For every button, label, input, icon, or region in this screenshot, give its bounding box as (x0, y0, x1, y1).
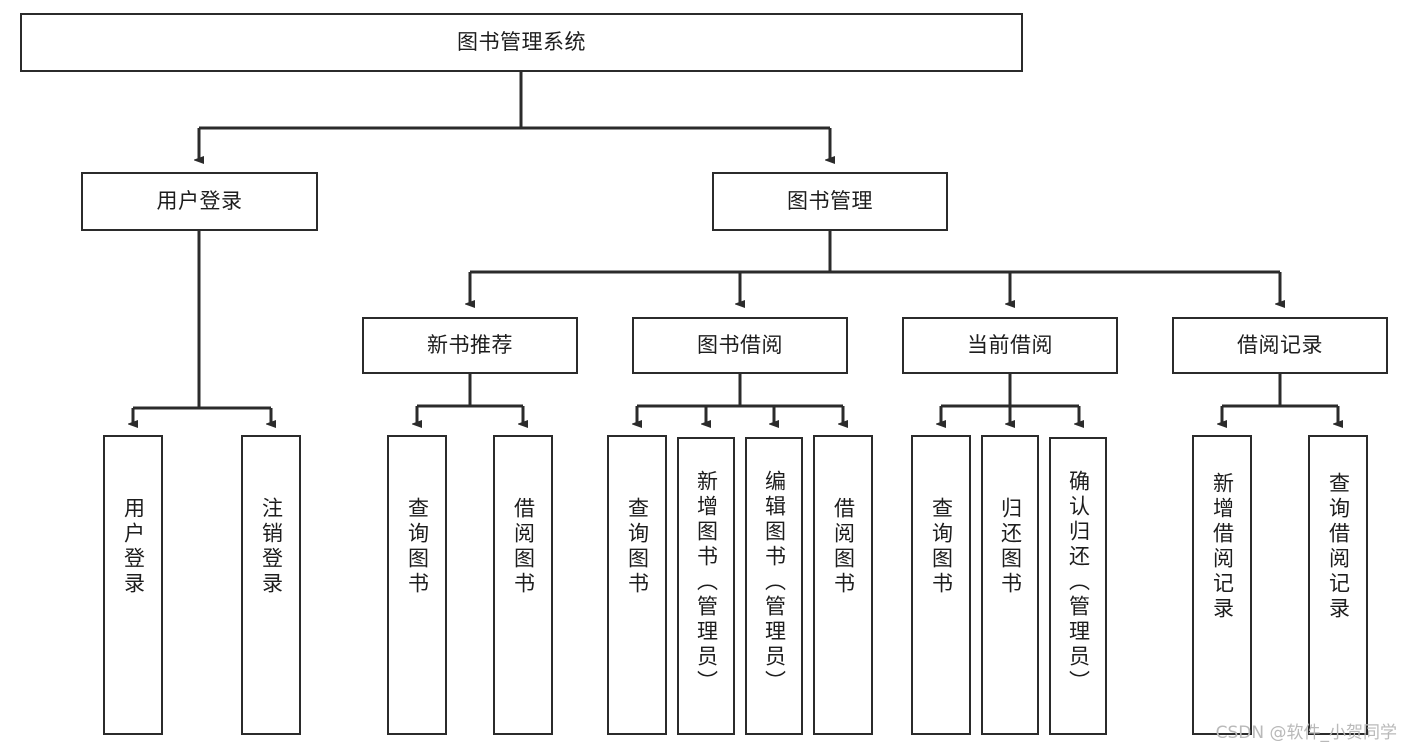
node-current-borrow[interactable]: 当前借阅 (902, 317, 1118, 374)
node-leaf-add-book[interactable]: 新增图书（管理员） (677, 437, 735, 735)
node-user-login[interactable]: 用户登录 (81, 172, 318, 231)
node-leaf-query-book-2[interactable]: 查询图书 (607, 435, 667, 735)
node-leaf-confirm-return[interactable]: 确认归还（管理员） (1049, 437, 1107, 735)
node-leaf-query-book-1-label: 查询图书 (405, 497, 430, 597)
node-leaf-logout-login[interactable]: 注销登录 (241, 435, 301, 735)
node-leaf-query-record[interactable]: 查询借阅记录 (1308, 435, 1368, 735)
node-leaf-edit-book-label: 编辑图书（管理员） (762, 470, 787, 695)
node-book-manage-label: 图书管理 (787, 189, 873, 214)
node-leaf-borrow-book-2[interactable]: 借阅图书 (813, 435, 873, 735)
node-leaf-add-book-label: 新增图书（管理员） (694, 470, 719, 695)
node-leaf-query-book-3-label: 查询图书 (929, 497, 954, 597)
node-leaf-borrow-book-2-label: 借阅图书 (831, 497, 856, 597)
watermark-text: CSDN @软件_小贺同学 (1215, 723, 1397, 743)
node-leaf-return-book[interactable]: 归还图书 (981, 435, 1039, 735)
node-borrow-record[interactable]: 借阅记录 (1172, 317, 1388, 374)
node-leaf-add-record-label: 新增借阅记录 (1210, 472, 1235, 622)
node-leaf-query-book-1[interactable]: 查询图书 (387, 435, 447, 735)
node-leaf-confirm-return-label: 确认归还（管理员） (1066, 470, 1091, 695)
node-leaf-query-record-label: 查询借阅记录 (1326, 472, 1351, 622)
node-leaf-return-book-label: 归还图书 (998, 497, 1023, 597)
node-leaf-borrow-book-1[interactable]: 借阅图书 (493, 435, 553, 735)
node-leaf-query-book-3[interactable]: 查询图书 (911, 435, 971, 735)
node-user-login-label: 用户登录 (156, 189, 243, 214)
node-leaf-user-login[interactable]: 用户登录 (103, 435, 163, 735)
node-leaf-borrow-book-1-label: 借阅图书 (511, 497, 536, 597)
node-root[interactable]: 图书管理系统 (20, 13, 1023, 72)
node-leaf-add-record[interactable]: 新增借阅记录 (1192, 435, 1252, 735)
node-leaf-user-login-label: 用户登录 (121, 497, 146, 597)
node-book-borrow[interactable]: 图书借阅 (632, 317, 848, 374)
node-root-label: 图书管理系统 (457, 30, 586, 55)
node-leaf-logout-login-label: 注销登录 (259, 497, 284, 597)
node-leaf-query-book-2-label: 查询图书 (625, 497, 650, 597)
node-borrow-record-label: 借阅记录 (1237, 333, 1323, 358)
node-current-borrow-label: 当前借阅 (967, 333, 1053, 358)
node-book-borrow-label: 图书借阅 (697, 333, 783, 358)
node-new-book-recommend[interactable]: 新书推荐 (362, 317, 578, 374)
node-leaf-edit-book[interactable]: 编辑图书（管理员） (745, 437, 803, 735)
node-book-manage[interactable]: 图书管理 (712, 172, 948, 231)
node-new-book-recommend-label: 新书推荐 (427, 333, 513, 358)
